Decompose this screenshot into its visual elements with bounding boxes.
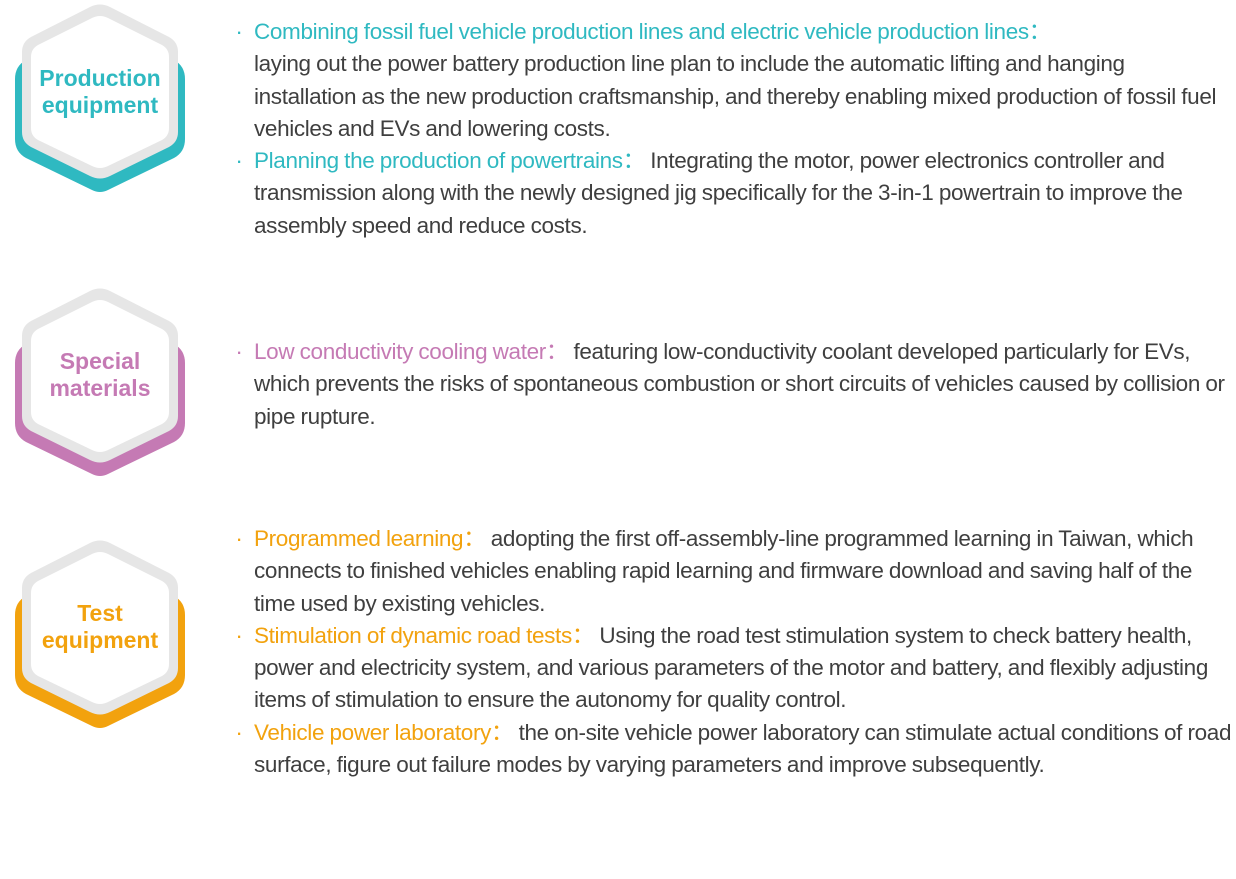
bullet-icon: · xyxy=(235,622,243,648)
item-text: laying out the power battery production … xyxy=(254,51,1217,141)
list-item: · Programmed learning： adopting the firs… xyxy=(232,523,1232,620)
item-text: featuring low-conductivity coolant devel… xyxy=(254,339,1225,429)
bullet-icon: · xyxy=(235,526,243,551)
test-equipment-badge: Test equipment xyxy=(10,540,190,730)
item-term: Low conductivity cooling water： xyxy=(254,339,569,364)
list-item: · Low conductivity cooling water： featur… xyxy=(232,336,1232,433)
badge-label: Test equipment xyxy=(10,600,190,654)
special-materials-badge: Special materials xyxy=(10,288,190,478)
badge-label-line2: materials xyxy=(49,375,151,401)
badge-label-line1: Special xyxy=(59,348,141,374)
hexagon-badge-icon xyxy=(15,540,185,728)
badge-label-line2: equipment xyxy=(41,92,159,118)
item-term: Planning the production of powertrains： xyxy=(254,148,645,174)
production-equipment-items: · Combining fossil fuel vehicle producti… xyxy=(232,16,1232,242)
item-term: Stimulation of dynamic road tests： xyxy=(254,622,595,648)
list-item: · Stimulation of dynamic road tests： Usi… xyxy=(232,620,1232,717)
list-item: · Combining fossil fuel vehicle producti… xyxy=(232,16,1232,145)
hexagon-badge-icon xyxy=(15,288,185,476)
item-term: Combining fossil fuel vehicle production… xyxy=(254,19,1051,44)
badge-label: Production equipment xyxy=(10,65,190,119)
list-item: · Planning the production of powertrains… xyxy=(232,145,1232,242)
list-item: · Vehicle power laboratory： the on-site … xyxy=(232,717,1232,782)
item-text: the on-site vehicle power laboratory can… xyxy=(254,719,1232,778)
item-term: Vehicle power laboratory： xyxy=(254,719,514,745)
badge-label-line2: equipment xyxy=(41,627,159,653)
production-equipment-badge: Production equipment xyxy=(10,4,190,194)
item-text: Integrating the motor, power electronics… xyxy=(254,148,1183,238)
item-text: Using the road test stimulation system t… xyxy=(254,622,1208,713)
bullet-icon: · xyxy=(235,719,243,745)
item-text: adopting the first off-assembly-line pro… xyxy=(254,526,1194,616)
badge-label-line1: Production xyxy=(39,65,161,91)
hexagon-badge-icon xyxy=(15,4,185,192)
bullet-icon: · xyxy=(235,19,243,44)
bullet-icon: · xyxy=(235,339,243,364)
badge-label: Special materials xyxy=(10,348,190,402)
special-materials-items: · Low conductivity cooling water： featur… xyxy=(232,336,1232,433)
item-term: Programmed learning： xyxy=(254,526,486,551)
bullet-icon: · xyxy=(235,148,243,174)
test-equipment-items: · Programmed learning： adopting the firs… xyxy=(232,523,1232,781)
badge-label-line1: Test xyxy=(77,600,123,626)
